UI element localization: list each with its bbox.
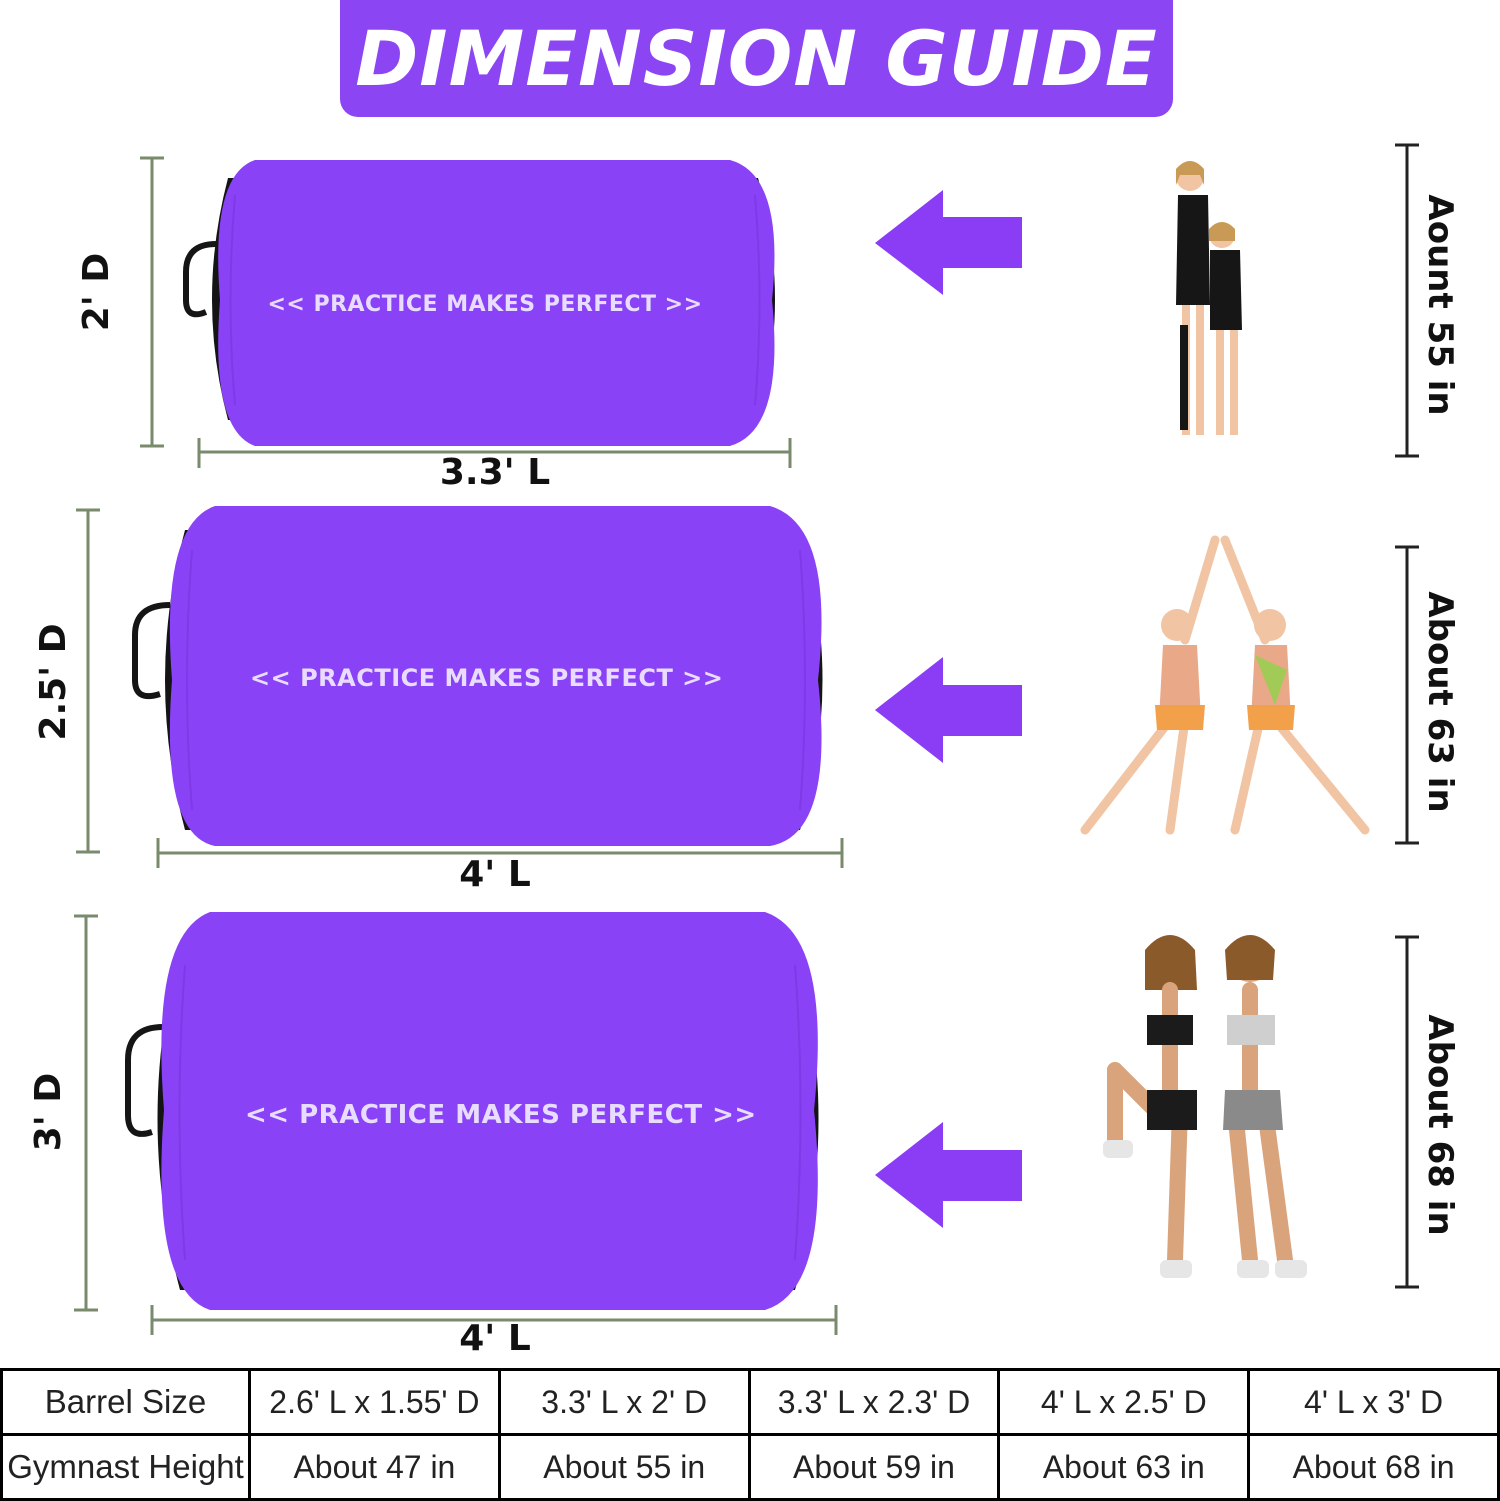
table-cell-size: 2.6' L x 1.55' D bbox=[248, 1368, 501, 1436]
barrel-body bbox=[169, 506, 822, 846]
size-chart-table: Barrel Size 2.6' L x 1.55' D 3.3' L x 2'… bbox=[0, 1368, 1500, 1501]
length-label: 4' L bbox=[459, 1318, 531, 1359]
page-title: DIMENSION GUIDE bbox=[355, 14, 1158, 103]
table-row-gymnast-height: Gymnast Height About 47 in About 55 in A… bbox=[0, 1433, 1500, 1501]
barrel-illustration-small bbox=[140, 143, 1419, 468]
table-cell-height: About 59 in bbox=[747, 1433, 1001, 1501]
barrel-slogan: << PRACTICE MAKES PERFECT >> bbox=[245, 1100, 757, 1130]
table-cell-size: 3.3' L x 2' D bbox=[497, 1368, 751, 1436]
barrel-handle bbox=[183, 241, 217, 318]
gymnasts-photo-small bbox=[1176, 161, 1242, 435]
diameter-dimension-line bbox=[140, 156, 164, 448]
barrel-illustration-medium bbox=[76, 506, 1419, 868]
arrow-left-icon bbox=[875, 657, 1022, 763]
table-cell-height: About 47 in bbox=[248, 1433, 501, 1501]
barrel-illustration-large bbox=[74, 912, 1419, 1335]
barrel-handle bbox=[132, 602, 171, 700]
table-header-gymnast-height: Gymnast Height bbox=[0, 1433, 251, 1501]
arrow-left-icon bbox=[875, 190, 1022, 295]
barrel-handle bbox=[125, 1024, 164, 1137]
barrel-body bbox=[161, 912, 818, 1310]
length-dimension-line bbox=[197, 438, 792, 468]
diameter-dimension-line bbox=[76, 508, 100, 854]
arrow-left-icon bbox=[875, 1122, 1022, 1228]
size-row-large: << PRACTICE MAKES PERFECT >> 4' L 3' D A… bbox=[28, 912, 1460, 1359]
size-row-small: << PRACTICE MAKES PERFECT >> 3.3' L 2' D… bbox=[0, 0, 1500, 500]
table-cell-size: 4' L x 2.5' D bbox=[997, 1368, 1251, 1436]
height-dimension-line bbox=[1395, 143, 1419, 458]
barrel-slogan: << PRACTICE MAKES PERFECT >> bbox=[250, 664, 724, 692]
diameter-dimension-line bbox=[74, 914, 98, 1312]
length-dimension-line bbox=[156, 838, 844, 868]
athletes-photo-large bbox=[1103, 935, 1307, 1278]
barrel-slogan: << PRACTICE MAKES PERFECT >> bbox=[267, 292, 703, 317]
length-label: 4' L bbox=[459, 854, 531, 895]
table-row-barrel-size: Barrel Size 2.6' L x 1.55' D 3.3' L x 2'… bbox=[0, 1368, 1500, 1436]
table-cell-size: 4' L x 3' D bbox=[1247, 1368, 1500, 1436]
size-row-medium: << PRACTICE MAKES PERFECT >> 4' L 2.5' D… bbox=[33, 506, 1460, 895]
gymnasts-photo-medium bbox=[1080, 535, 1370, 835]
diameter-label: 3' D bbox=[28, 1072, 69, 1152]
table-cell-height: About 55 in bbox=[497, 1433, 751, 1501]
length-dimension-line bbox=[150, 1305, 838, 1335]
gymnast-height-label: About 68 in bbox=[1420, 1014, 1460, 1236]
barrel-body bbox=[218, 160, 775, 446]
table-header-barrel-size: Barrel Size bbox=[0, 1368, 251, 1436]
height-dimension-line bbox=[1395, 545, 1419, 845]
table-cell-height: About 68 in bbox=[1247, 1433, 1500, 1501]
table-cell-size: 3.3' L x 2.3' D bbox=[747, 1368, 1001, 1436]
table-cell-height: About 63 in bbox=[997, 1433, 1251, 1501]
height-dimension-line bbox=[1395, 935, 1419, 1289]
title-banner: DIMENSION GUIDE bbox=[340, 0, 1173, 117]
length-label: 3.3' L bbox=[439, 452, 551, 493]
